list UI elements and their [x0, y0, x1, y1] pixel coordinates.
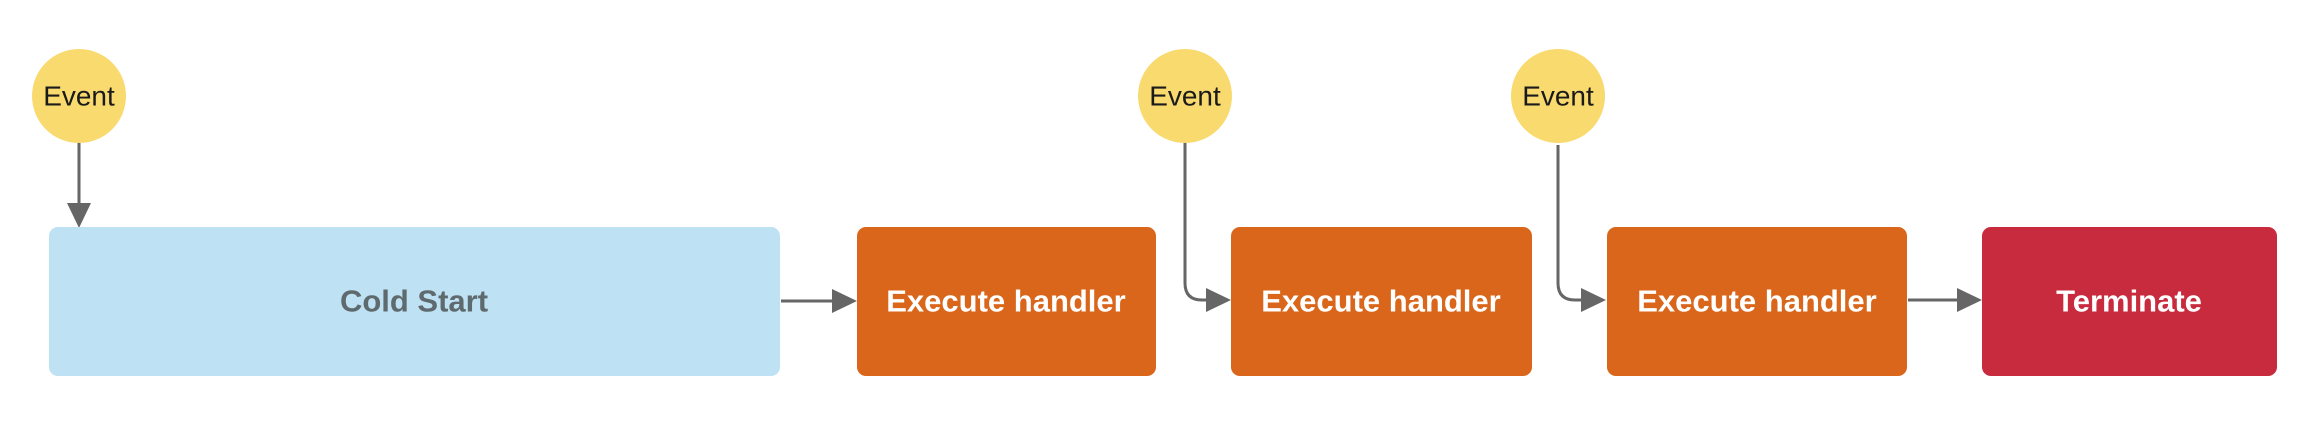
event-node-3[interactable]: Event: [1511, 49, 1605, 143]
connector-line[interactable]: [1183, 143, 1206, 302]
connector-cold-start-to-handler1[interactable]: [781, 289, 857, 313]
arrowhead-down-icon: [67, 203, 91, 228]
execute-handler-node-2[interactable]: Execute handler: [1231, 227, 1532, 376]
event-circle[interactable]: [1511, 49, 1605, 143]
event-node-2[interactable]: Event: [1138, 49, 1232, 143]
terminate-box[interactable]: [1982, 227, 2277, 376]
cold-start-box[interactable]: [49, 227, 780, 376]
arrowhead-right-icon: [1957, 288, 1982, 312]
execute-handler-node-1[interactable]: Execute handler: [857, 227, 1156, 376]
arrowhead-right-icon: [1206, 288, 1231, 312]
event-node-1[interactable]: Event: [32, 49, 126, 143]
execute-handler-label: Execute handler: [1637, 284, 1876, 319]
event-circle[interactable]: [1138, 49, 1232, 143]
execute-handler-label: Execute handler: [886, 284, 1125, 319]
terminate-node[interactable]: Terminate: [1982, 227, 2277, 376]
execute-handler-node-3[interactable]: Execute handler: [1607, 227, 1907, 376]
event-label: Event: [1522, 81, 1594, 112]
execute-handler-label: Execute handler: [1261, 284, 1500, 319]
cold-start-label: Cold Start: [340, 284, 488, 319]
arrowhead-right-icon: [1581, 288, 1606, 312]
event-circle[interactable]: [32, 49, 126, 143]
arrowhead-right-icon: [832, 289, 857, 313]
connector-event1-to-cold-start[interactable]: [67, 143, 91, 228]
connector-event3-to-handler3[interactable]: [1556, 145, 1606, 312]
cold-start-node[interactable]: Cold Start: [49, 227, 780, 376]
connector-event2-to-handler2[interactable]: [1183, 143, 1231, 312]
terminate-label: Terminate: [2056, 284, 2202, 319]
event-label: Event: [1149, 81, 1221, 112]
execute-handler-box[interactable]: [1607, 227, 1907, 376]
event-label: Event: [43, 81, 115, 112]
connector-handler3-to-terminate[interactable]: [1908, 288, 1982, 312]
execute-handler-box[interactable]: [1231, 227, 1532, 376]
execute-handler-box[interactable]: [857, 227, 1156, 376]
connector-line[interactable]: [1556, 145, 1581, 302]
